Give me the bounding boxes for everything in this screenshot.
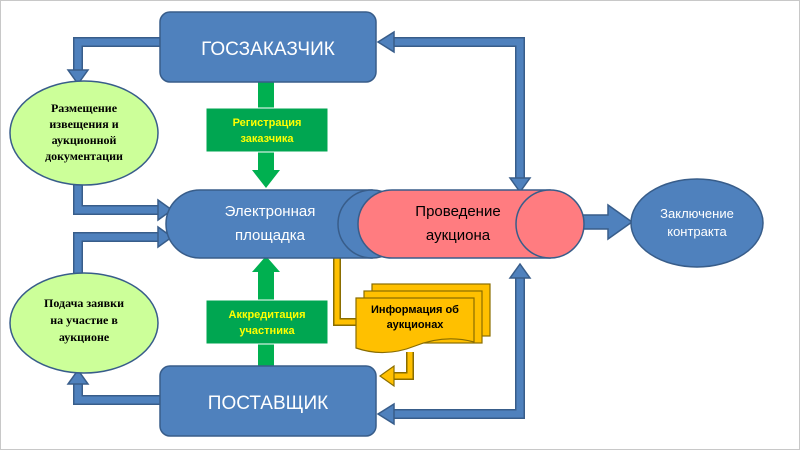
placement-line4: документации — [45, 149, 123, 163]
application-line2: на участие в — [50, 313, 118, 327]
contract-line2: контракта — [667, 224, 727, 239]
auction-info-connector — [333, 258, 414, 388]
arrow-up-to-platform — [252, 256, 280, 272]
placement-line2: извещения и — [49, 117, 118, 131]
arrow-down-to-platform — [252, 170, 280, 188]
auction-info-line2: аукционах — [387, 319, 445, 331]
contract-ellipse: Заключение контракта — [630, 178, 764, 268]
arrow-customer-to-placement — [73, 37, 160, 72]
participant-accreditation-line1: Аккредитация — [229, 309, 306, 321]
auction-process: Проведение аукциона — [357, 189, 585, 259]
arrow-placement-to-platform — [73, 182, 160, 215]
platform-label-line1: Электронная — [225, 203, 316, 220]
auction-label-line1: Проведение — [415, 203, 500, 220]
customer-registration-line2: заказчика — [240, 133, 294, 145]
application-line3: аукционе — [59, 330, 110, 344]
application-line1: Подача заявки — [44, 296, 124, 310]
participant-accreditation-label: Аккредитация участника — [205, 299, 329, 345]
contract-line1: Заключение — [660, 206, 734, 221]
customer-box: ГОСЗАКАЗЧИК — [159, 11, 377, 83]
supplier-box: ПОСТАВЩИК — [159, 365, 377, 437]
placement-ellipse: Размещение извещения и аукционной докуме… — [9, 80, 159, 186]
customer-registration-label: Регистрация заказчика — [205, 107, 329, 153]
connector-arrows — [66, 30, 634, 426]
placement-line1: Размещение — [51, 101, 118, 115]
auction-info-line1: Информация об — [371, 304, 459, 316]
auction-label-line2: аукциона — [426, 227, 491, 244]
customer-label: ГОСЗАКАЗЧИК — [201, 39, 335, 60]
customer-registration-line1: Регистрация — [233, 117, 302, 129]
arrow-auction-customer — [392, 37, 525, 180]
application-ellipse: Подача заявки на участие в аукционе — [9, 272, 159, 374]
supplier-label: ПОСТАВЩИК — [208, 393, 328, 414]
placement-line3: аукционной — [52, 133, 117, 147]
participant-accreditation-line2: участника — [239, 325, 295, 337]
auction-info-documents: Информация об аукционах — [355, 283, 491, 354]
platform-label-line2: площадка — [235, 227, 306, 244]
